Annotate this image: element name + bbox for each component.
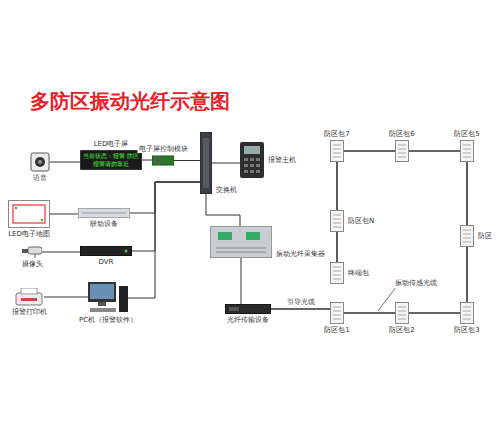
connector-line [128, 182, 200, 298]
network-switch: 交换机 [200, 132, 212, 194]
zone-box: 防区 [460, 225, 474, 247]
camera: 摄像头 [22, 246, 42, 258]
device-label: 摄像头 [21, 260, 44, 268]
device-icon [88, 282, 128, 314]
connector-line [409, 312, 460, 314]
device-icon [395, 140, 409, 162]
device-label: 联动设备 [89, 220, 119, 228]
device-icon [200, 132, 212, 194]
connector-line [241, 258, 242, 304]
device-label: LED电子屏 [93, 140, 130, 148]
zone-box: 防区包1 [330, 302, 344, 324]
connector-line [336, 162, 338, 210]
screen-message: 当前状态：报警 防区报警请勿靠近 [82, 152, 140, 168]
connector-line [271, 308, 330, 310]
connector-line [50, 214, 78, 215]
fiber-transmitter: 光纤传输设备 [225, 304, 271, 314]
device-icon [152, 155, 174, 166]
connector-line [44, 297, 88, 298]
connector-line [409, 150, 460, 152]
device-icon [78, 208, 130, 218]
connector-line [174, 160, 200, 161]
device-label: 振动光纤采集器 [275, 250, 326, 258]
device-icon [460, 140, 474, 162]
device-icon [330, 302, 344, 324]
alarm-host: 报警主机 [240, 142, 264, 178]
device-label: 防区 [477, 232, 493, 240]
device-label: 报警打印机 [11, 308, 48, 316]
device-icon [14, 288, 44, 306]
led-map: LED电子地图 [8, 200, 50, 228]
device-icon [225, 304, 271, 314]
linkage-device: 联动设备 [78, 208, 130, 218]
device-icon [330, 262, 344, 284]
connector-line [50, 162, 80, 163]
device-label: PC机（报警软件） [78, 316, 138, 324]
zone-box: 防区包N [330, 210, 344, 232]
connector-line [344, 150, 395, 152]
zone-box: 防区包6 [395, 140, 409, 162]
zone-box: 防区包2 [395, 302, 409, 324]
device-icon [30, 152, 50, 172]
device-label: 防区包5 [453, 130, 480, 138]
zone-box: 防区包7 [330, 140, 344, 162]
device-icon [210, 226, 272, 258]
speaker-icon: 语音 [30, 152, 50, 172]
device-label: 交换机 [215, 186, 238, 194]
device-icon [330, 210, 344, 232]
device-label: DVR [98, 258, 115, 266]
dvr-box: DVR [80, 246, 132, 256]
connector-line [466, 162, 468, 225]
device-label: 防区包6 [388, 130, 415, 138]
device-icon [330, 140, 344, 162]
device-icon [8, 200, 50, 228]
connector-line [42, 252, 80, 253]
device-label: 防区包3 [453, 326, 480, 334]
connector-line [344, 312, 395, 314]
connector-line [130, 182, 200, 213]
device-label: 光纤传输设备 [226, 316, 270, 324]
connector-line [212, 163, 240, 164]
connector-line [336, 232, 338, 262]
cable-label: 振动传感光缆 [394, 278, 438, 288]
device-icon [240, 142, 264, 178]
led-screen: LED电子屏当前状态：报警 防区报警请勿靠近 [80, 150, 142, 170]
screen-control-module: 电子屏控制模块 [152, 155, 174, 166]
device-icon [460, 302, 474, 324]
device-icon [22, 246, 42, 258]
device-label: 防区包7 [323, 130, 350, 138]
connector-line [132, 182, 200, 251]
alarm-printer: 报警打印机 [14, 288, 44, 306]
zone-box: 防区包3 [460, 302, 474, 324]
device-icon [460, 225, 474, 247]
device-label: 防区包1 [323, 326, 350, 334]
leader-line [378, 287, 396, 311]
device-label: 报警主机 [267, 156, 297, 164]
device-label: 终端包 [347, 269, 370, 277]
device-label: 电子屏控制模块 [138, 145, 189, 153]
terminal-box: 终端包 [330, 262, 344, 284]
device-icon [80, 246, 132, 256]
diagram-title: 多防区振动光纤示意图 [30, 88, 230, 115]
fiber-collector: 振动光纤采集器 [210, 226, 272, 258]
pc-station: PC机（报警软件） [88, 282, 128, 314]
device-label: 语音 [32, 174, 48, 182]
device-icon [395, 302, 409, 324]
device-label: LED电子地图 [7, 230, 51, 238]
device-label: 防区包N [347, 217, 375, 225]
device-label: 防区包2 [388, 326, 415, 334]
connector-line [142, 160, 152, 161]
zone-box: 防区包5 [460, 140, 474, 162]
connector-line [466, 247, 468, 302]
edge-label: 引导光缆 [286, 297, 316, 307]
connector-line [206, 194, 240, 226]
